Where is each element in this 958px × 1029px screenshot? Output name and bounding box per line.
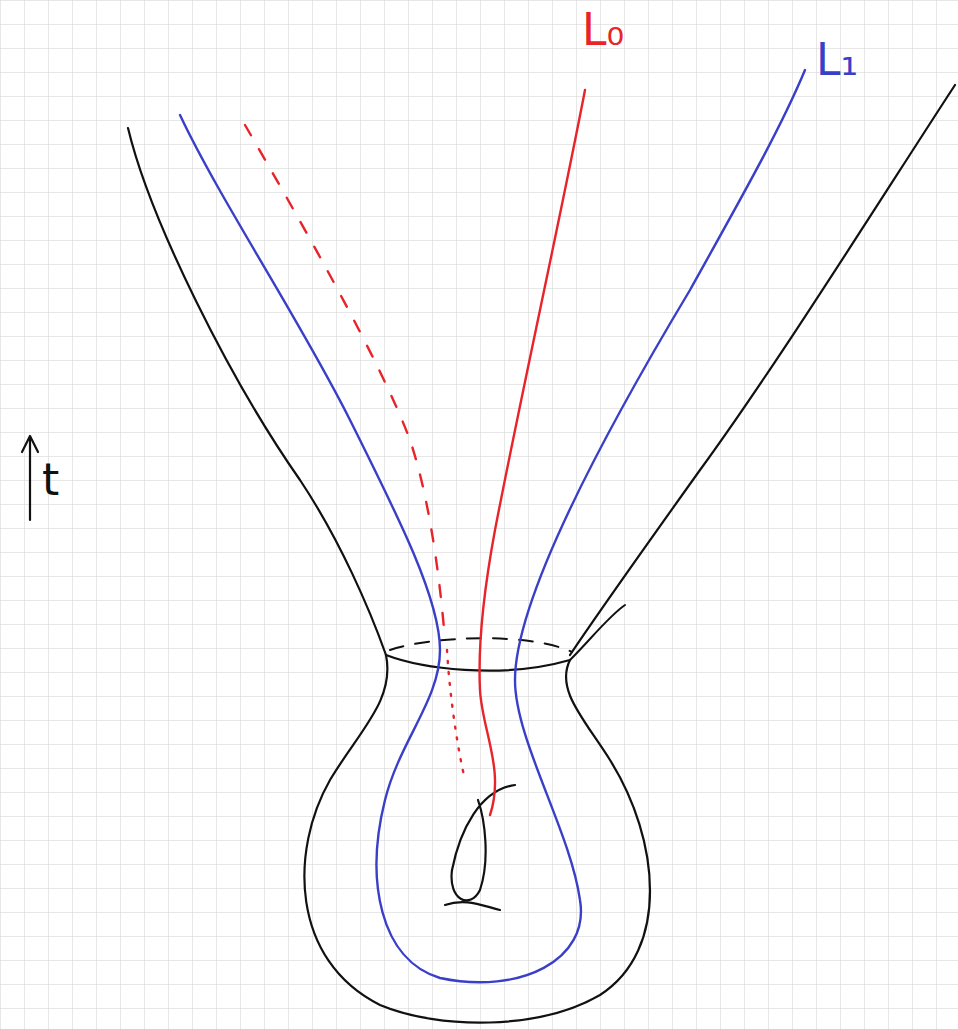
lagrangian-l0 [480,90,585,815]
time-arrow [29,438,31,520]
surface-bulb [304,655,650,1023]
surface-left-edge [128,128,386,655]
crossing-curve [452,785,515,900]
time-arrow-head [22,436,38,452]
lagrangian-l0-hidden [245,125,445,640]
lagrangian-l0-hidden [447,650,465,780]
crossing-curve [445,902,500,910]
lagrangian-label: L₁ [816,38,858,82]
neck-flare [570,605,625,660]
lagrangian-label: L₀ [582,8,624,52]
surface-right-edge [570,85,955,655]
lagrangian-l1 [180,70,805,982]
axis-label: t [42,458,59,502]
neck-front [386,655,570,671]
